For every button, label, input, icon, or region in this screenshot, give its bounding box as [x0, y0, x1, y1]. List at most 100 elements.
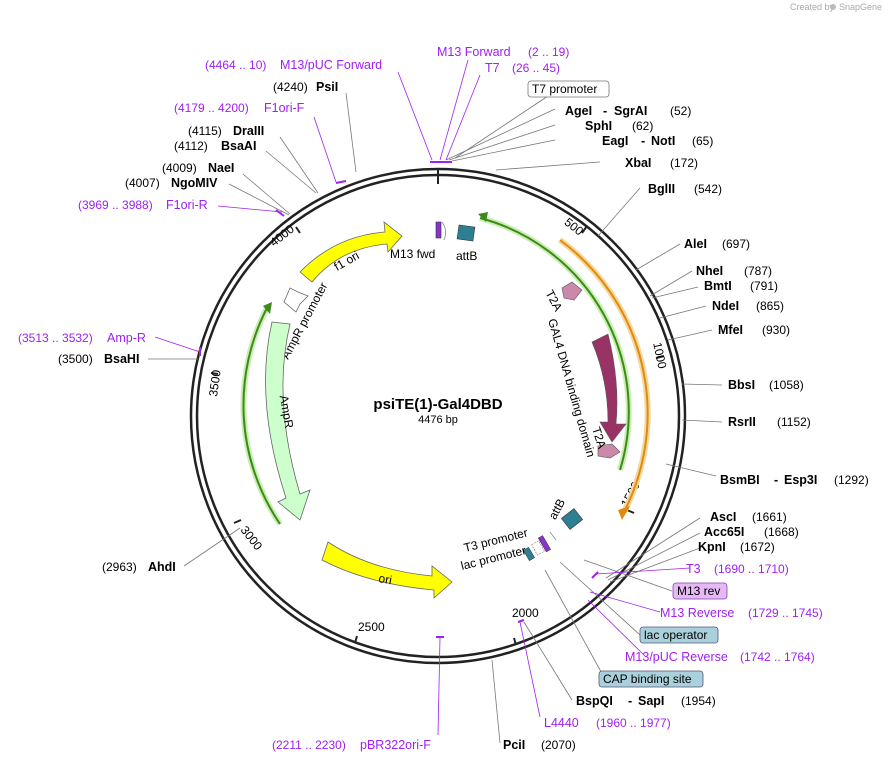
primer-range: (4179 .. 4200): [174, 101, 249, 115]
site-asci: AscI: [710, 510, 736, 524]
svg-text:-: -: [774, 473, 778, 487]
primer-amp-r: Amp-R: [107, 331, 146, 345]
feature-ori-label: ori: [377, 571, 393, 587]
site-pcii: PciI: [503, 738, 525, 752]
site-pos: (2070): [541, 738, 576, 752]
orf-arrow-head: [478, 212, 488, 222]
lac-operator-box: lac operator: [644, 628, 707, 642]
primer-range: (1960 .. 1977): [596, 716, 671, 730]
primer-labels: (4464 .. 10) M13/pUC Forward (4179 .. 42…: [18, 45, 823, 752]
primer-range: (2211 .. 2230): [272, 738, 346, 752]
m13-rev-box: M13 rev: [677, 584, 720, 598]
primer-range: (2 .. 19): [528, 45, 569, 59]
site-pos: (1661): [752, 510, 787, 524]
site-bsaai: BsaAI: [221, 139, 256, 153]
primer-range: (4464 .. 10): [205, 58, 266, 72]
svg-text:-: -: [628, 694, 632, 708]
primer-m13-forward: M13 Forward: [437, 45, 511, 59]
site-bsmbi: BsmBI: [720, 473, 760, 487]
feature-m13-fwd[interactable]: M13 fwd: [390, 221, 446, 261]
restriction-site-labels: (4240) PsiI (4115) DraIII (4112) BsaAI (…: [58, 80, 869, 752]
site-esp3i: Esp3I: [784, 473, 817, 487]
primer-t3: T3: [686, 562, 701, 576]
primer-l4440: L4440: [544, 716, 579, 730]
feature-ori[interactable]: ori: [321, 541, 453, 599]
feature-t3-lac-cluster[interactable]: T3 promoter lac promoter: [459, 526, 557, 573]
primer-pbr322ori-f: pBR322ori-F: [360, 738, 431, 752]
tick-2500: 2500: [358, 620, 385, 634]
site-pos: (1058): [769, 378, 804, 392]
primer-range: (26 .. 45): [512, 61, 560, 75]
site-mfei: MfeI: [718, 323, 743, 337]
site-pos: (65): [692, 134, 713, 148]
site-kpni: KpnI: [698, 540, 726, 554]
primer-leaders: [154, 59, 691, 736]
site-pos: (787): [744, 264, 772, 278]
credit-brand: SnapGene: [839, 2, 882, 12]
primer-range: (1690 .. 1710): [714, 562, 789, 576]
feature-m13-fwd-label: M13 fwd: [390, 247, 435, 261]
plasmid-length: 4476 bp: [418, 414, 458, 426]
site-pos: (4115): [188, 124, 222, 138]
primer-f1ori-f: F1ori-F: [264, 101, 305, 115]
primer-t7: T7: [485, 61, 500, 75]
site-pos: (865): [756, 299, 784, 313]
site-bbsi: BbsI: [728, 378, 755, 392]
site-sphi: SphI: [585, 119, 612, 133]
site-naei: NaeI: [208, 161, 234, 175]
site-psii: PsiI: [316, 80, 338, 94]
site-nhei: NheI: [696, 264, 723, 278]
site-pos: (930): [762, 323, 790, 337]
site-pos: (4009): [162, 161, 197, 175]
site-draiii: DraIII: [233, 124, 264, 138]
feature-gal4-label: GAL4 DNA binding domain: [545, 317, 598, 459]
tick-2000: 2000: [512, 606, 539, 620]
feature-t2a-bottom-label: T2A: [589, 425, 609, 450]
site-pos: (542): [694, 182, 722, 196]
feature-ampr[interactable]: AmpR: [265, 321, 311, 521]
site-pos: (4112): [174, 139, 208, 153]
site-sapi: SapI: [638, 694, 664, 708]
site-agei: AgeI: [565, 104, 592, 118]
feature-attb-top[interactable]: attB: [456, 224, 477, 263]
feature-f1-ori[interactable]: f1 ori: [299, 221, 403, 283]
site-pos: (1152): [777, 415, 811, 429]
site-pos: (4007): [125, 176, 160, 190]
tick-3000: 3000: [238, 523, 266, 553]
site-xbai: XbaI: [625, 156, 651, 170]
feature-ampr-promoter[interactable]: AmpR promoter: [278, 280, 330, 361]
backbone: [189, 167, 687, 665]
site-ahdi: AhdI: [148, 560, 176, 574]
feature-ampr-label: AmpR: [277, 394, 297, 430]
site-bmti: BmtI: [704, 279, 732, 293]
site-alei: AleI: [684, 237, 707, 251]
plasmid-name: psiTE(1)-Gal4DBD: [373, 396, 502, 413]
feature-t2a-bottom[interactable]: T2A: [589, 425, 621, 459]
site-acc65i: Acc65I: [704, 525, 744, 539]
site-pos: (172): [670, 156, 698, 170]
site-ngomiv: NgoMIV: [171, 176, 218, 190]
site-pos: (2963): [102, 560, 137, 574]
site-bglii: BglII: [648, 182, 675, 196]
site-rsrii: RsrII: [728, 415, 756, 429]
svg-text:-: -: [641, 134, 645, 148]
primer-range: (3969 .. 3988): [78, 198, 153, 212]
primer-range: (1742 .. 1764): [740, 650, 815, 664]
feature-attb-bottom[interactable]: attB: [546, 496, 584, 530]
feature-t2a-top-label: T2A: [543, 288, 566, 314]
tick-500: 500: [562, 215, 587, 239]
feature-t2a-top[interactable]: T2A: [543, 281, 583, 314]
feature-attb-top-label: attB: [456, 249, 477, 263]
backbone-outer: [189, 167, 687, 665]
primer-range: (3513 .. 3532): [18, 331, 93, 345]
site-pos: (62): [632, 119, 653, 133]
site-pos: (1668): [764, 525, 799, 539]
site-bsahi: BsaHI: [104, 352, 139, 366]
site-pos: (4240): [273, 80, 308, 94]
site-pos: (3500): [58, 352, 93, 366]
site-bspqi: BspQI: [576, 694, 613, 708]
primer-f1ori-r: F1ori-R: [166, 198, 208, 212]
site-eagi: EagI: [602, 134, 628, 148]
site-pos: (1672): [740, 540, 775, 554]
site-pos: (791): [750, 279, 778, 293]
